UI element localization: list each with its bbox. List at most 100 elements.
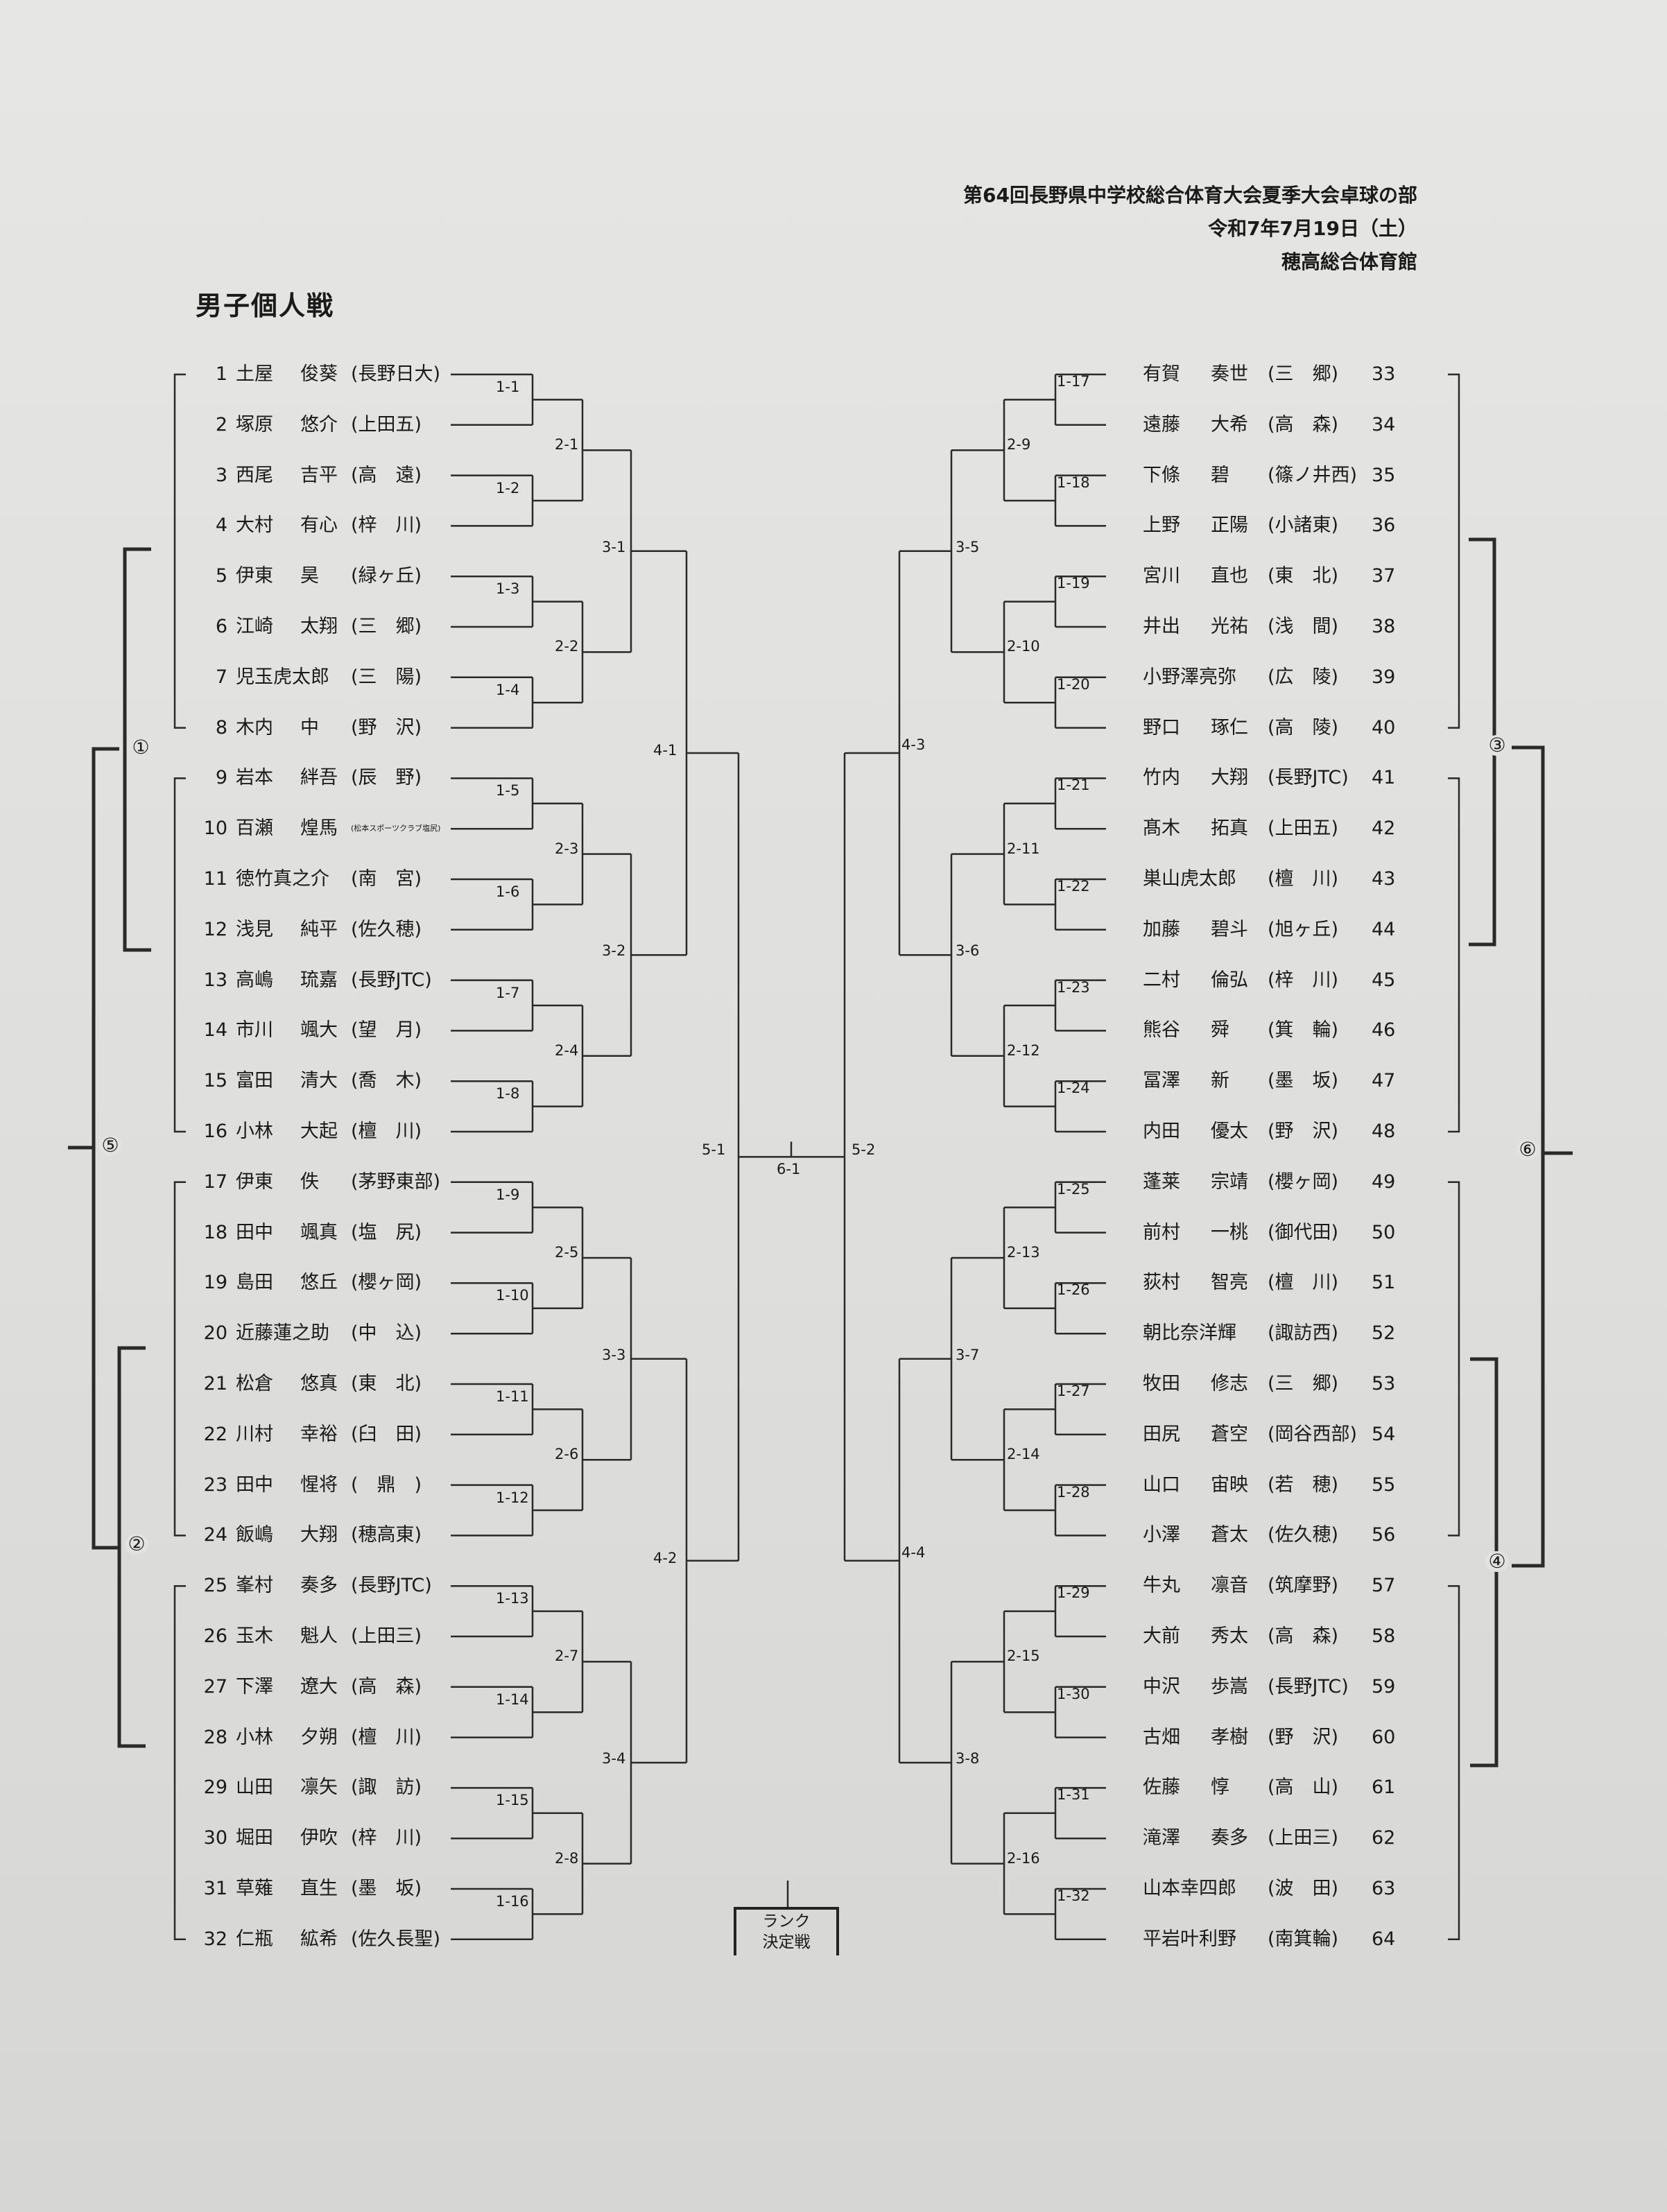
player-first-name: 大希	[1211, 413, 1248, 435]
match-label: 4-2	[653, 1549, 677, 1566]
player-row: 有賀奏世(三 郷)33	[1143, 361, 1434, 388]
player-first-name: 凛矢	[300, 1777, 338, 1799]
player-row: 朝比奈洋輝(諏訪西)52	[1143, 1320, 1434, 1347]
player-row: 竹内大翔(長野JTC)41	[1143, 764, 1434, 792]
player-school: (三 郷)	[351, 616, 422, 637]
player-row: 蓬莱宗靖(櫻ヶ岡)49	[1143, 1168, 1434, 1196]
player-last-name: 市川	[236, 1019, 273, 1042]
player-number: 5	[215, 565, 227, 587]
player-number: 55	[1372, 1474, 1396, 1496]
player-school: (旭ヶ丘)	[1268, 918, 1339, 940]
player-first-name: 新	[1211, 1070, 1229, 1092]
player-school: (茅野東部)	[351, 1170, 441, 1193]
player-first-name: 大翔	[1211, 767, 1248, 789]
player-school: (小諸東)	[1268, 515, 1339, 537]
pool-6-label: ⑥	[1516, 1139, 1539, 1160]
player-first-name: 悠介	[300, 413, 338, 435]
match-label: 5-1	[702, 1141, 726, 1159]
player-last-name: 内田	[1143, 1121, 1180, 1142]
player-first-name: 吉平	[300, 464, 338, 486]
player-row: 遠藤大希(高 森)34	[1143, 411, 1434, 439]
player-last-name: 中沢	[1143, 1675, 1180, 1697]
match-label: 1-30	[1057, 1685, 1090, 1702]
match-label: 1-6	[496, 883, 520, 900]
player-first-name: 絆吾	[300, 767, 338, 789]
player-row: 内田優太(野 沢)48	[1143, 1118, 1434, 1146]
player-first-name: 宙映	[1211, 1474, 1248, 1496]
player-school: (高 森)	[1268, 413, 1339, 435]
player-first-name: 秀太	[1211, 1625, 1248, 1647]
player-number: 48	[1372, 1121, 1396, 1142]
player-school: (檀 川)	[1268, 1272, 1339, 1294]
player-number: 10	[203, 818, 227, 840]
player-last-name: 井出	[1143, 616, 1180, 637]
player-last-name: 荻村	[1143, 1272, 1180, 1294]
player-number: 34	[1372, 413, 1396, 435]
player-last-name: 田中	[236, 1221, 273, 1243]
player-school: (梓 川)	[351, 1827, 422, 1849]
player-first-name: 夕朔	[300, 1726, 338, 1748]
player-school: ( 鼎 )	[351, 1474, 422, 1496]
player-number: 46	[1372, 1019, 1396, 1042]
player-row: 加藤碧斗(旭ヶ丘)44	[1143, 916, 1434, 944]
player-number: 6	[215, 616, 227, 637]
player-school: (高 森)	[351, 1675, 422, 1697]
match-label: 1-5	[496, 782, 520, 800]
player-first-name: 蒼太	[1211, 1524, 1248, 1546]
pool-3-label: ③	[1485, 735, 1509, 756]
player-last-name: 有賀	[1143, 363, 1180, 385]
player-first-name: 魁人	[300, 1625, 338, 1647]
player-last-name: 島田	[236, 1272, 273, 1294]
match-label: 1-19	[1057, 575, 1090, 592]
player-last-name: 近藤蓮之助	[236, 1322, 329, 1345]
player-last-name: 田尻	[1143, 1423, 1180, 1445]
player-number: 7	[215, 666, 227, 688]
match-label: 1-1	[496, 379, 520, 395]
player-number: 36	[1372, 515, 1396, 537]
player-school: (南 宮)	[351, 868, 422, 890]
player-last-name: 山田	[236, 1777, 273, 1799]
player-first-name: 拓真	[1211, 818, 1248, 840]
match-label: 3-6	[956, 942, 980, 960]
player-school: (檀 川)	[1268, 868, 1339, 890]
player-number: 54	[1372, 1423, 1396, 1445]
player-last-name: 髙木	[1143, 818, 1180, 840]
player-first-name: 修志	[1211, 1373, 1248, 1394]
player-number: 12	[203, 918, 227, 940]
pool-1-bracket	[123, 547, 151, 952]
match-label: 2-4	[555, 1042, 579, 1059]
match-label: 2-7	[555, 1648, 579, 1665]
match-label: 2-1	[555, 436, 579, 453]
match-label: 1-8	[496, 1085, 520, 1103]
event-name: 第64回長野県中学校総合体育大会夏季大会卓球の部	[963, 184, 1417, 207]
player-row: 山本幸四郎(波 田)63	[1143, 1875, 1434, 1903]
player-number: 8	[215, 716, 227, 738]
player-school: (波 田)	[1268, 1878, 1339, 1899]
match-label: 4-3	[901, 736, 926, 753]
player-number: 26	[203, 1625, 227, 1647]
player-school: (長野JTC)	[1268, 767, 1349, 789]
player-school: (臼 田)	[351, 1423, 422, 1445]
player-number: 38	[1372, 616, 1396, 637]
player-first-name: 光祐	[1211, 616, 1248, 637]
match-label: 1-31	[1057, 1786, 1090, 1804]
player-last-name: 蓬莱	[1143, 1170, 1180, 1193]
player-last-name: 岩本	[236, 767, 273, 789]
player-number: 30	[203, 1827, 227, 1849]
player-first-name: 幸裕	[300, 1423, 338, 1445]
player-last-name: 江崎	[236, 616, 273, 637]
match-label: 3-5	[956, 538, 980, 555]
match-label: 3-1	[602, 538, 626, 555]
rank-box-line1: ランク	[762, 1912, 811, 1930]
player-number: 17	[203, 1170, 227, 1193]
match-label: 2-10	[1007, 638, 1040, 655]
player-first-name: 太翔	[300, 616, 338, 637]
player-number: 47	[1372, 1070, 1396, 1092]
